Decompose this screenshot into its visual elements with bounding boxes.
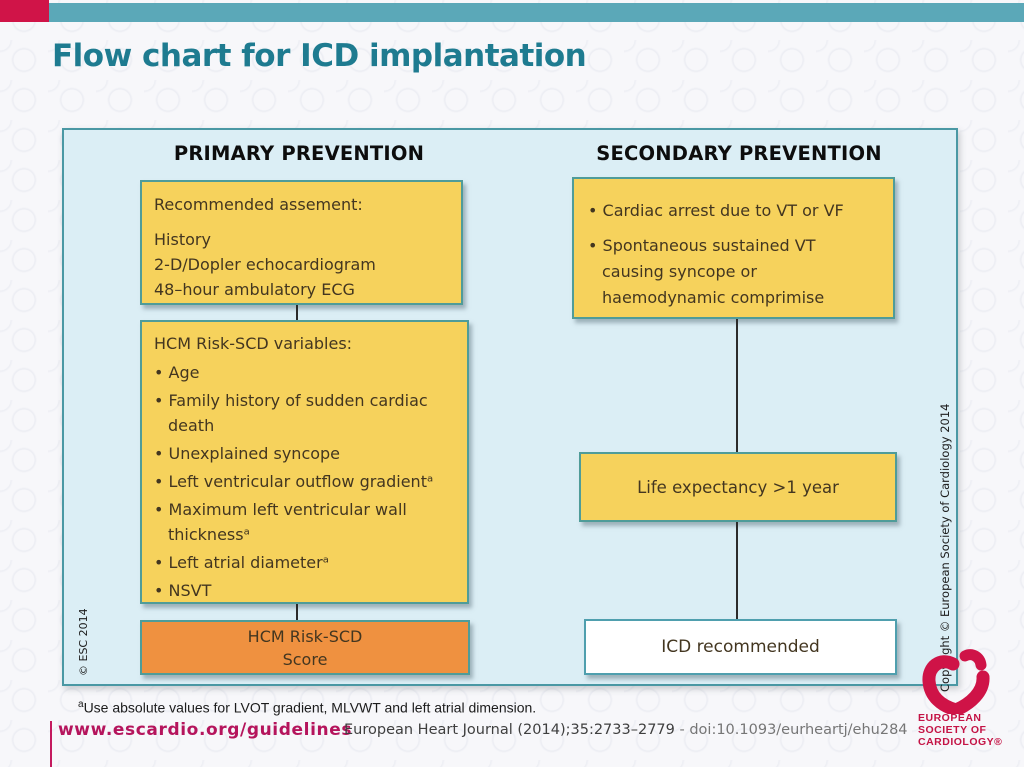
criteria-item-cont: causing syncope or [602,262,757,281]
variable-item: Left ventricular outflow gradientᵃ [154,469,455,494]
esc-heart-logo-icon [920,648,994,717]
life-expectancy-label: Life expectancy >1 year [637,477,839,497]
esc-logo-text: EUROPEAN SOCIETY OF CARDIOLOGY® [918,712,1002,748]
guidelines-link[interactable]: www.escardio.org/guidelines [58,720,353,740]
connector-primary-2 [296,604,298,620]
recommended-assessment-box: Recommended assement: History 2-D/Dopler… [140,180,463,305]
footnote-superscript: a [78,699,84,710]
life-expectancy-box: Life expectancy >1 year [579,452,897,522]
footnote: aUse absolute values for LVOT gradient, … [78,699,536,716]
esc-logo-line: CARDIOLOGY® [918,736,1003,748]
variables-title: HCM Risk-SCD variables: [154,334,353,353]
footer-divider [50,721,52,767]
criteria-item: Cardiac arrest due to VT or VF [588,198,879,224]
footnote-text: Use absolute values for LVOT gradient, M… [83,699,537,716]
criteria-item-cont: haemodynamic comprimise [602,288,825,307]
journal-citation: European Heart Journal (2014);35:2733–27… [344,722,908,738]
variable-item: Family history of sudden cardiac [154,388,455,413]
esc-logo-line: EUROPEAN [918,712,982,724]
score-line: HCM Risk-SCD [247,626,363,646]
connector-primary-1 [296,305,298,320]
connector-secondary-2 [736,522,738,619]
variable-item: NSVT [154,578,455,603]
risk-score-box: HCM Risk-SCD Score [140,620,470,675]
variable-item-cont: death [168,416,215,435]
assessment-line: History [154,230,211,249]
variable-item: Unexplained syncope [154,441,455,466]
esc-copyright-left: © ESC 2014 [77,608,90,676]
page-title: Flow chart for ICD implantation [52,38,587,74]
secondary-prevention-header: SECONDARY PREVENTION [596,142,882,165]
top-left-accent-block [0,0,49,22]
connector-secondary-1 [736,319,738,452]
secondary-criteria-box: Cardiac arrest due to VT or VF Spontaneo… [572,177,895,319]
esc-logo-line: SOCIETY OF [918,724,987,736]
score-line: Score [282,649,328,669]
variable-item-cont: thicknessᵃ [168,525,250,544]
assessment-line: 2-D/Dopler echocardiogram [154,255,376,274]
primary-prevention-header: PRIMARY PREVENTION [173,142,425,165]
assessment-line: 48–hour ambulatory ECG [154,280,355,299]
icd-recommended-box: ICD recommended [584,619,897,675]
assessment-title: Recommended assement: [154,195,363,214]
criteria-item: Spontaneous sustained VT [588,233,879,259]
risk-variables-box: HCM Risk-SCD variables: Age Family histo… [140,320,469,604]
top-teal-bar [49,3,1024,22]
citation-text: European Heart Journal (2014);35:2733–27… [344,722,680,738]
variable-item: Maximum left ventricular wall [154,497,455,522]
icd-recommended-label: ICD recommended [661,636,820,657]
doi-text: - doi:10.1093/eurheartj/ehu284 [679,722,908,738]
variable-item: Left atrial diameterᵃ [154,550,455,575]
flowchart-panel: PRIMARY PREVENTION SECONDARY PREVENTION … [62,128,958,692]
variable-item: Age [154,360,455,385]
